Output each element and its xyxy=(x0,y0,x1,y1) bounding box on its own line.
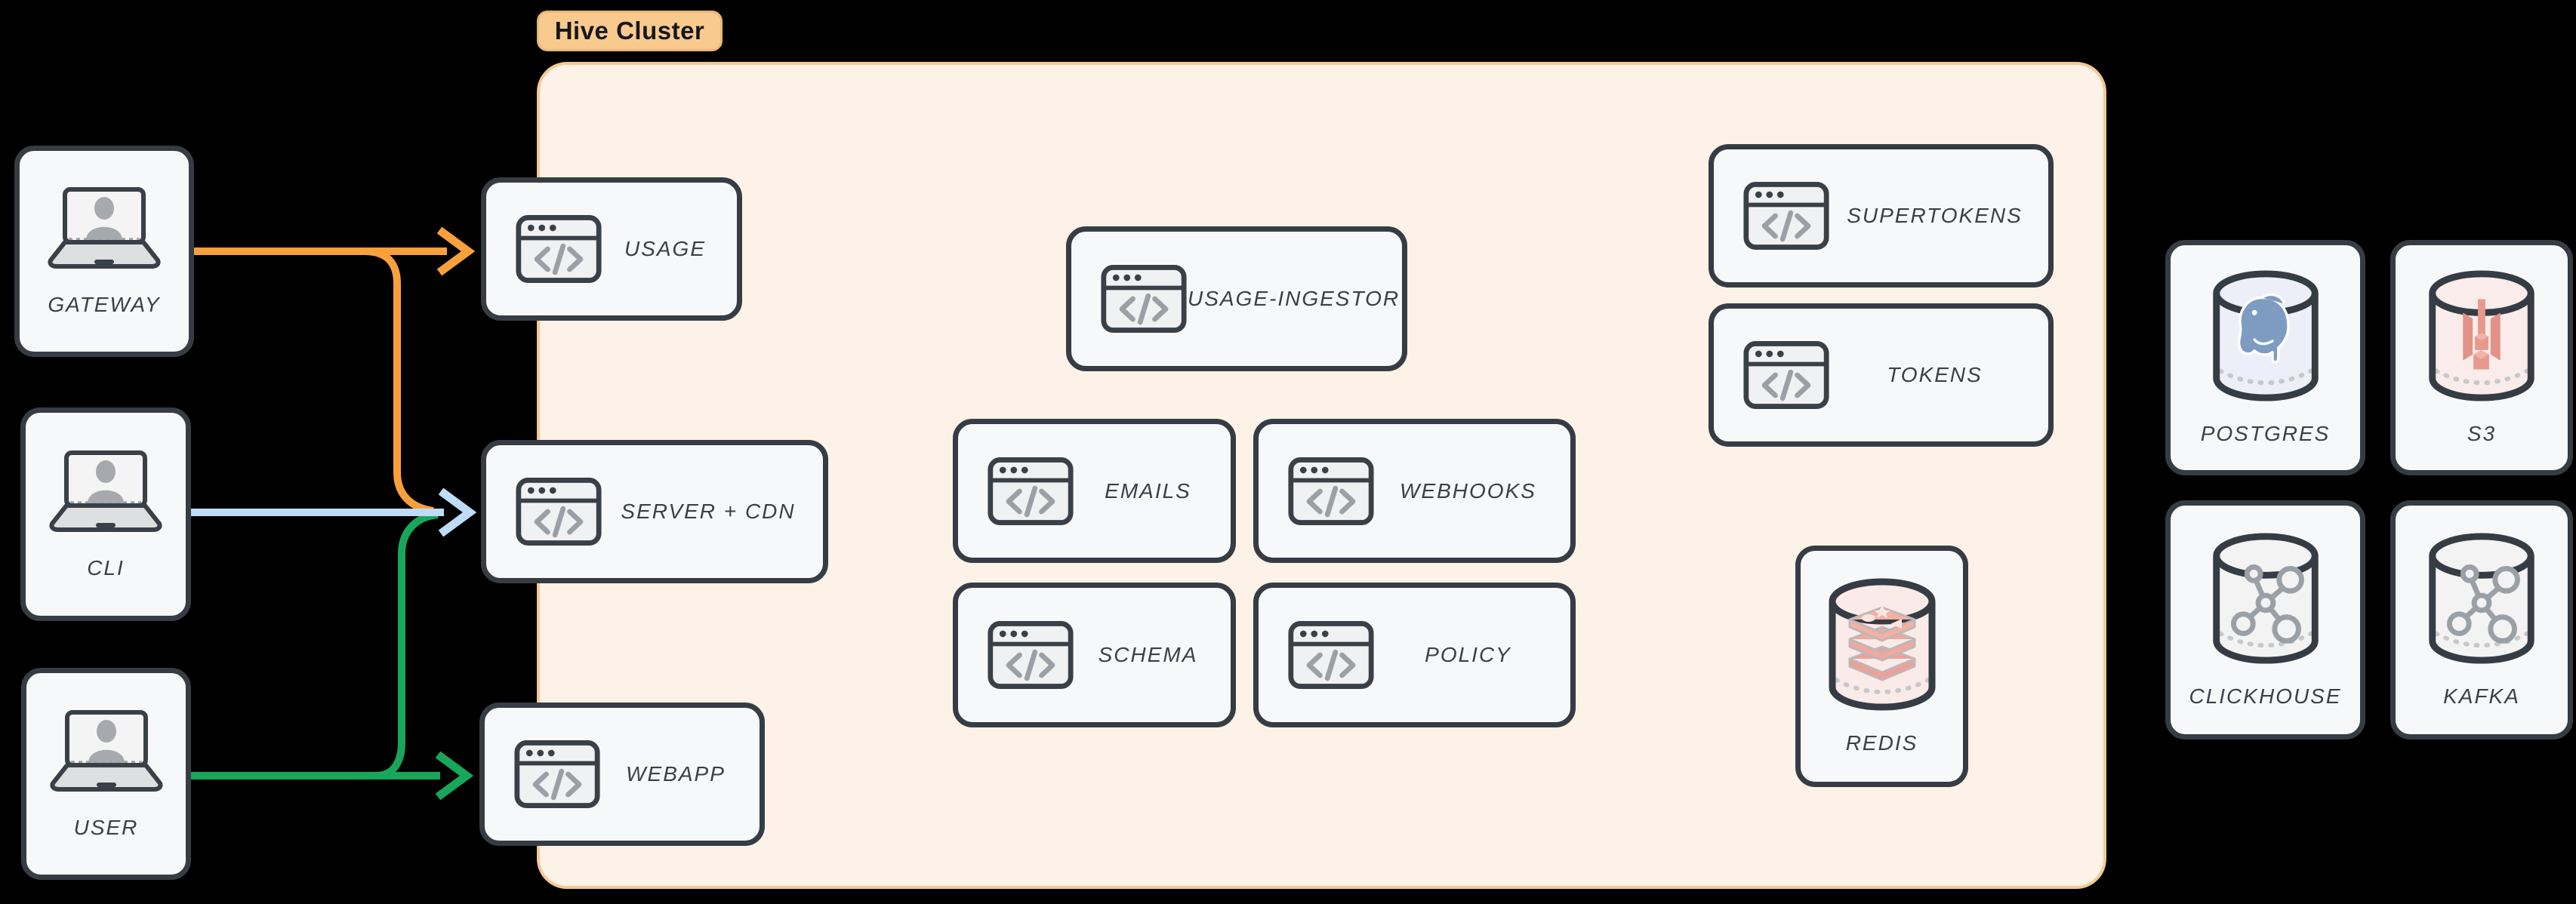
datastore-label: REDIS xyxy=(1845,731,1918,755)
laptop-user-icon xyxy=(42,709,171,793)
service-node-schema: SCHEMA xyxy=(953,583,1236,727)
client-node-user: USER xyxy=(21,668,191,880)
service-label: WEBHOOKS xyxy=(1400,478,1536,503)
arrow-user xyxy=(190,511,474,801)
laptop-user-icon xyxy=(42,449,170,533)
hive-cluster-label-text: Hive Cluster xyxy=(554,17,705,45)
service-label: SCHEMA xyxy=(1098,643,1198,666)
datastore-label: CLICKHOUSE xyxy=(2189,684,2342,708)
code-window-icon xyxy=(987,620,1074,690)
code-window-icon xyxy=(1742,340,1830,410)
code-window-icon xyxy=(515,214,602,284)
redis-database-icon xyxy=(1825,577,1940,713)
postgres-database-icon xyxy=(2209,269,2322,404)
code-window-icon xyxy=(1287,456,1375,527)
service-node-webapp: WEBAPP xyxy=(479,703,765,846)
service-label: SUPERTOKENS xyxy=(1847,204,2023,227)
service-node-supertokens: SUPERTOKENS xyxy=(1709,144,2054,287)
code-window-icon xyxy=(515,476,602,547)
kafka-database-icon xyxy=(2425,532,2538,666)
arrow-cli xyxy=(190,487,477,537)
datastore-label: KAFKA xyxy=(2443,684,2520,708)
client-node-gateway: GATEWAY xyxy=(14,146,194,357)
service-label: SERVER + CDN xyxy=(621,500,796,523)
code-window-icon xyxy=(1100,263,1188,334)
laptop-user-icon xyxy=(40,186,168,270)
code-window-icon xyxy=(1287,620,1375,690)
client-label: GATEWAY xyxy=(48,293,161,316)
datastore-node-clickhouse: CLICKHOUSE xyxy=(2165,500,2365,739)
arrow-gateway xyxy=(194,226,476,515)
datastore-node-s3: S3 xyxy=(2390,240,2573,475)
service-node-usage: USAGE xyxy=(481,177,742,321)
service-node-policy: POLICY xyxy=(1253,583,1576,727)
service-label: POLICY xyxy=(1425,643,1511,666)
client-label: CLI xyxy=(87,555,125,580)
service-node-emails: EMAILS xyxy=(953,419,1236,563)
code-window-icon xyxy=(513,739,601,810)
service-label: TOKENS xyxy=(1887,363,1983,386)
service-label: WEBAPP xyxy=(626,762,726,786)
service-node-usage-ingestor: USAGE-INGESTOR xyxy=(1066,226,1407,371)
client-node-cli: CLI xyxy=(20,407,191,621)
client-label: USER xyxy=(73,815,139,839)
clickhouse-database-icon xyxy=(2209,532,2322,666)
datastore-label: POSTGRES xyxy=(2200,422,2331,445)
datastore-node-redis: REDIS xyxy=(1795,546,1968,787)
service-label: USAGE-INGESTOR xyxy=(1188,287,1400,310)
code-window-icon xyxy=(987,456,1074,527)
service-node-webhooks: WEBHOOKS xyxy=(1253,419,1576,563)
service-node-server-cdn: SERVER + CDN xyxy=(481,440,828,583)
code-window-icon xyxy=(1742,180,1830,251)
datastore-node-postgres: POSTGRES xyxy=(2165,240,2365,475)
hive-cluster-label: Hive Cluster xyxy=(537,11,723,51)
service-label: USAGE xyxy=(624,237,707,260)
datastore-node-kafka: KAFKA xyxy=(2390,500,2573,739)
service-label: EMAILS xyxy=(1105,478,1191,503)
datastore-label: S3 xyxy=(2467,422,2497,445)
s3-database-icon xyxy=(2425,269,2538,404)
service-node-tokens: TOKENS xyxy=(1709,303,2054,447)
